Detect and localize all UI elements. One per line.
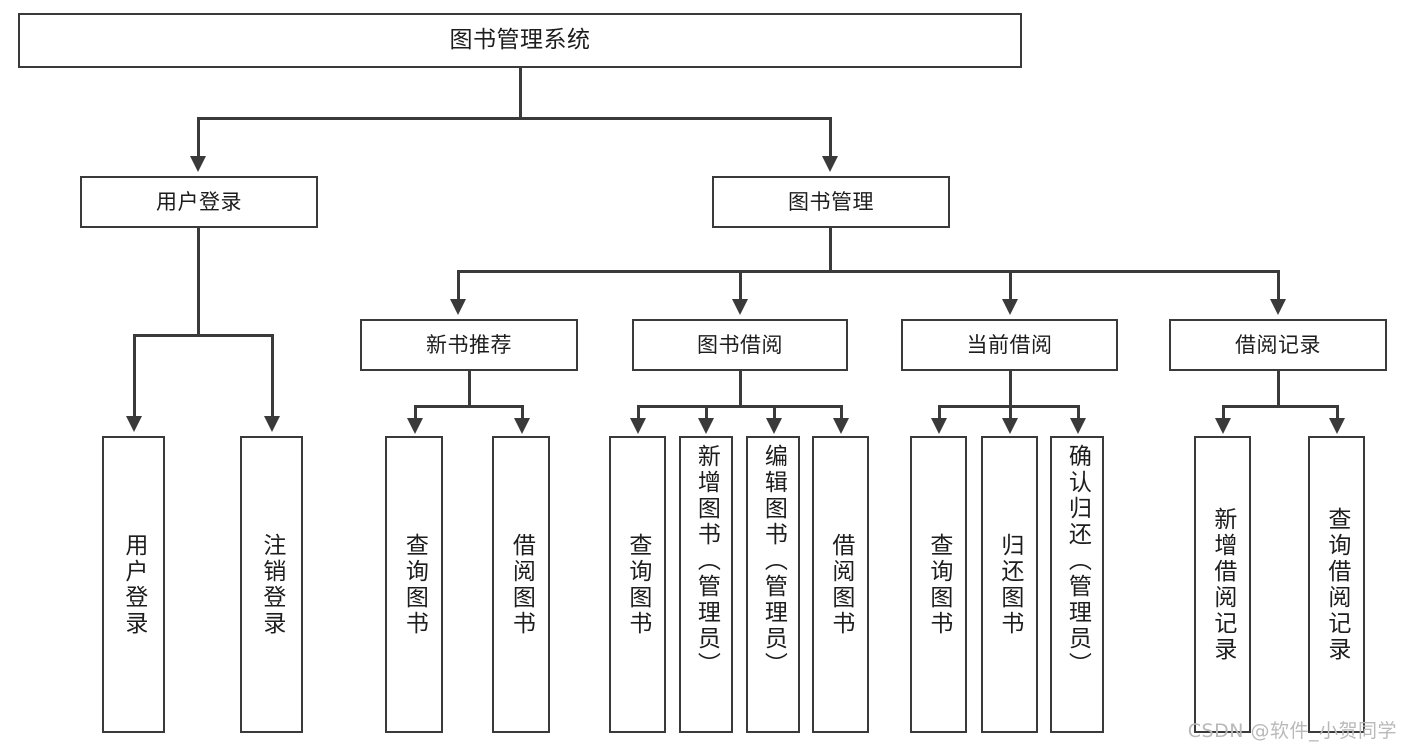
leaf-new-book-query[interactable]: 查询图书 (385, 436, 443, 733)
node-root-system[interactable]: 图书管理系统 (18, 13, 1022, 68)
arrow-book-manage-child-3 (1270, 299, 1286, 315)
leaf-logout[interactable]: 注销登录 (240, 436, 303, 733)
arrow-current-borrow-child-0 (931, 418, 947, 434)
arrow-book-borrow-child-2 (766, 418, 782, 434)
arrow-book-borrow-child-0 (630, 418, 646, 434)
arrow-current-borrow-child-1 (1002, 418, 1018, 434)
node-label: 查询图书 (925, 532, 952, 637)
connector-current-borrow-child-1 (1009, 405, 1012, 419)
connector-borrow-record-child-0 (1222, 405, 1225, 419)
connector-book-borrow-child-3 (840, 405, 843, 419)
connector-user-login-bus (133, 334, 273, 337)
node-label: 查询图书 (624, 532, 651, 637)
connector-book-borrow-child-0 (637, 405, 640, 419)
connector-book-manage-child-3 (1277, 270, 1280, 301)
arrow-to-user-login (190, 156, 206, 172)
node-current-borrow[interactable]: 当前借阅 (901, 319, 1118, 371)
connector-borrow-record-child-1 (1336, 405, 1339, 419)
leaf-current-return-book[interactable]: 归还图书 (981, 436, 1038, 733)
connector-new-book-child-1 (521, 405, 524, 419)
arrow-user-login-child-1 (264, 416, 280, 432)
node-book-borrow[interactable]: 图书借阅 (632, 319, 848, 371)
leaf-current-query-book[interactable]: 查询图书 (910, 436, 967, 733)
arrow-book-manage-child-0 (450, 299, 466, 315)
leaf-borrow-query-book[interactable]: 查询图书 (609, 436, 666, 733)
connector-new-book-stem (468, 371, 471, 406)
node-label: 用户登录 (156, 189, 242, 214)
connector-user-login-child-1 (271, 334, 274, 418)
arrow-user-login-child-0 (126, 416, 142, 432)
node-label: 新增图书（管理员） (693, 444, 720, 678)
node-user-login[interactable]: 用户登录 (80, 176, 318, 228)
node-label: 借阅图书 (827, 532, 854, 637)
connector-book-manage-child-1 (739, 270, 742, 301)
node-label: 借阅记录 (1235, 332, 1321, 357)
leaf-record-query[interactable]: 查询借阅记录 (1308, 436, 1365, 733)
connector-book-borrow-bus (637, 405, 843, 408)
node-label: 新增借阅记录 (1209, 506, 1236, 663)
arrow-book-manage-child-2 (1002, 299, 1018, 315)
arrow-book-manage-child-1 (732, 299, 748, 315)
node-label: 当前借阅 (966, 332, 1053, 357)
node-label: 图书借阅 (697, 332, 783, 357)
node-label: 确认归还（管理员） (1064, 444, 1091, 678)
node-label: 新书推荐 (426, 332, 512, 357)
node-label: 图书管理系统 (449, 26, 591, 53)
leaf-new-book-borrow[interactable]: 借阅图书 (492, 436, 550, 733)
connector-user-login-child-0 (133, 334, 136, 418)
arrow-current-borrow-child-2 (1070, 418, 1086, 434)
connector-root-to-user-login (197, 117, 200, 159)
leaf-user-login[interactable]: 用户登录 (102, 436, 165, 733)
arrow-to-book-manage (822, 156, 838, 172)
connector-root-to-book-manage (829, 117, 832, 159)
connector-book-manage-child-2 (1009, 270, 1012, 301)
leaf-borrow-edit-book-admin[interactable]: 编辑图书（管理员） (746, 436, 800, 733)
connector-new-book-child-0 (414, 405, 417, 419)
connector-new-book-bus (414, 405, 524, 408)
arrow-book-borrow-child-3 (833, 418, 849, 434)
connector-borrow-record-stem (1277, 371, 1280, 406)
leaf-borrow-add-book-admin[interactable]: 新增图书（管理员） (679, 436, 733, 733)
leaf-borrow-borrow-book[interactable]: 借阅图书 (812, 436, 869, 733)
arrow-book-borrow-child-1 (698, 418, 714, 434)
connector-current-borrow-child-0 (938, 405, 941, 419)
node-new-book-recommend[interactable]: 新书推荐 (360, 319, 578, 371)
node-label: 图书管理 (788, 189, 874, 214)
connector-user-login-stem (197, 228, 200, 335)
node-borrow-record[interactable]: 借阅记录 (1169, 319, 1387, 371)
connector-current-borrow-stem (1009, 371, 1012, 406)
connector-current-borrow-child-2 (1077, 405, 1080, 419)
node-label: 查询图书 (401, 532, 428, 637)
arrow-borrow-record-child-0 (1215, 418, 1231, 434)
arrow-borrow-record-child-1 (1329, 418, 1345, 434)
leaf-record-add[interactable]: 新增借阅记录 (1194, 436, 1251, 733)
node-label: 归还图书 (996, 532, 1023, 637)
node-label: 查询借阅记录 (1323, 506, 1350, 663)
connector-book-borrow-stem (739, 371, 742, 406)
connector-book-borrow-child-1 (705, 405, 708, 419)
arrow-new-book-child-0 (407, 418, 423, 434)
connector-root-bus (197, 117, 832, 120)
connector-book-manage-stem (829, 228, 832, 272)
node-book-manage[interactable]: 图书管理 (712, 176, 950, 228)
connector-book-manage-child-0 (457, 270, 460, 301)
connector-borrow-record-bus (1222, 405, 1339, 408)
node-label: 注销登录 (258, 532, 285, 637)
node-label: 编辑图书（管理员） (760, 444, 787, 678)
arrow-new-book-child-1 (514, 418, 530, 434)
leaf-current-confirm-return-admin[interactable]: 确认归还（管理员） (1050, 436, 1104, 733)
connector-book-borrow-child-2 (773, 405, 776, 419)
node-label: 用户登录 (120, 532, 147, 637)
node-label: 借阅图书 (508, 532, 535, 637)
connector-root-stem (519, 68, 522, 118)
connector-book-manage-bus (457, 270, 1278, 273)
